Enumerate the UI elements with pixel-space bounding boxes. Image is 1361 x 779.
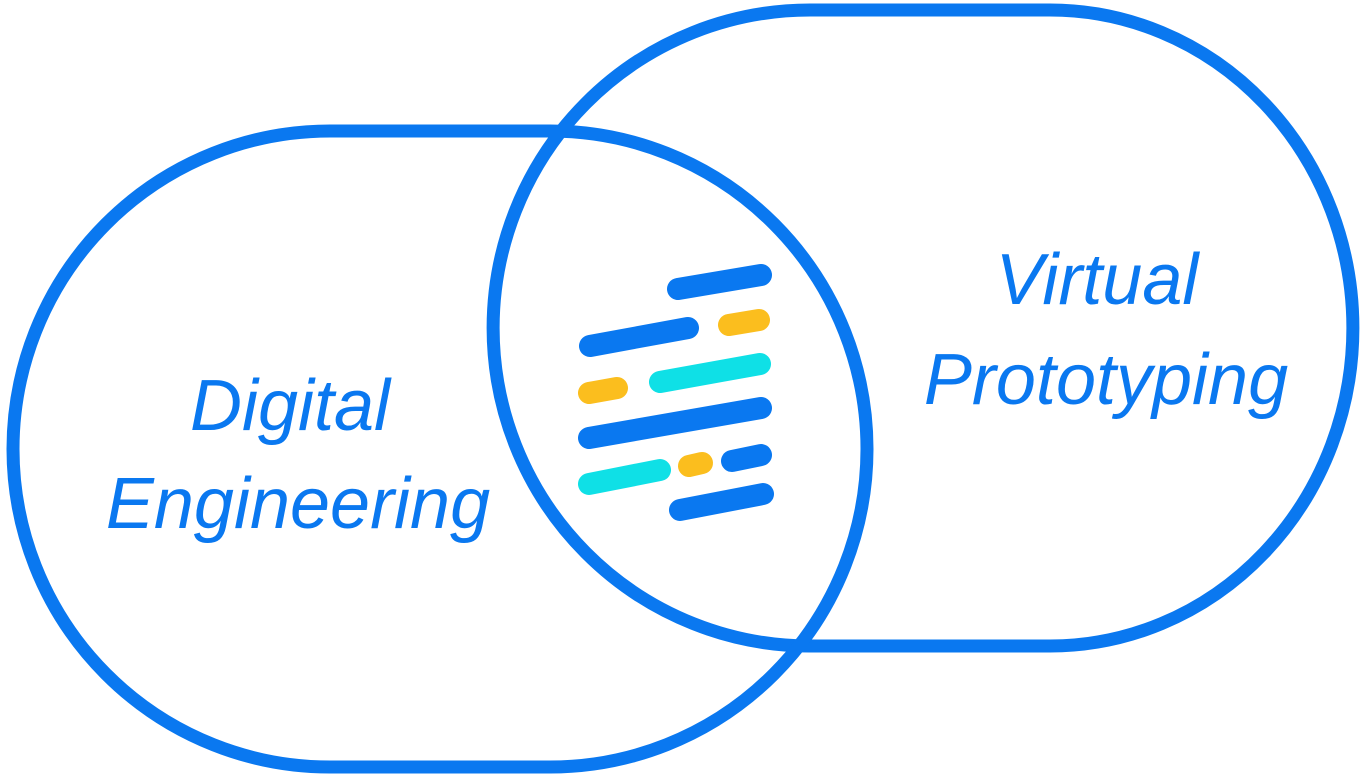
virtual-prototyping-set-outline xyxy=(486,3,1360,653)
logo-bar-7 xyxy=(578,459,671,495)
logo-bar-2 xyxy=(579,317,699,357)
logo-bar-3 xyxy=(718,309,770,336)
digital-engineering-label-line2: Engineering xyxy=(106,464,490,544)
logo-bar-5 xyxy=(649,353,771,393)
logo-bar-6 xyxy=(578,397,772,449)
striped-bars-logo-icon xyxy=(578,264,774,521)
virtual-prototyping-label-line2: Prototyping xyxy=(924,340,1288,420)
logo-bar-4 xyxy=(578,377,628,404)
logo-bar-9 xyxy=(721,444,772,472)
virtual-prototyping-label-line1: Virtual xyxy=(996,240,1201,320)
logo-bar-8 xyxy=(678,452,713,477)
logo-bar-10 xyxy=(669,483,774,521)
logo-bar-1 xyxy=(667,264,772,300)
digital-engineering-label-line1: Digital xyxy=(190,366,392,446)
digital-engineering-set-outline xyxy=(6,124,874,774)
